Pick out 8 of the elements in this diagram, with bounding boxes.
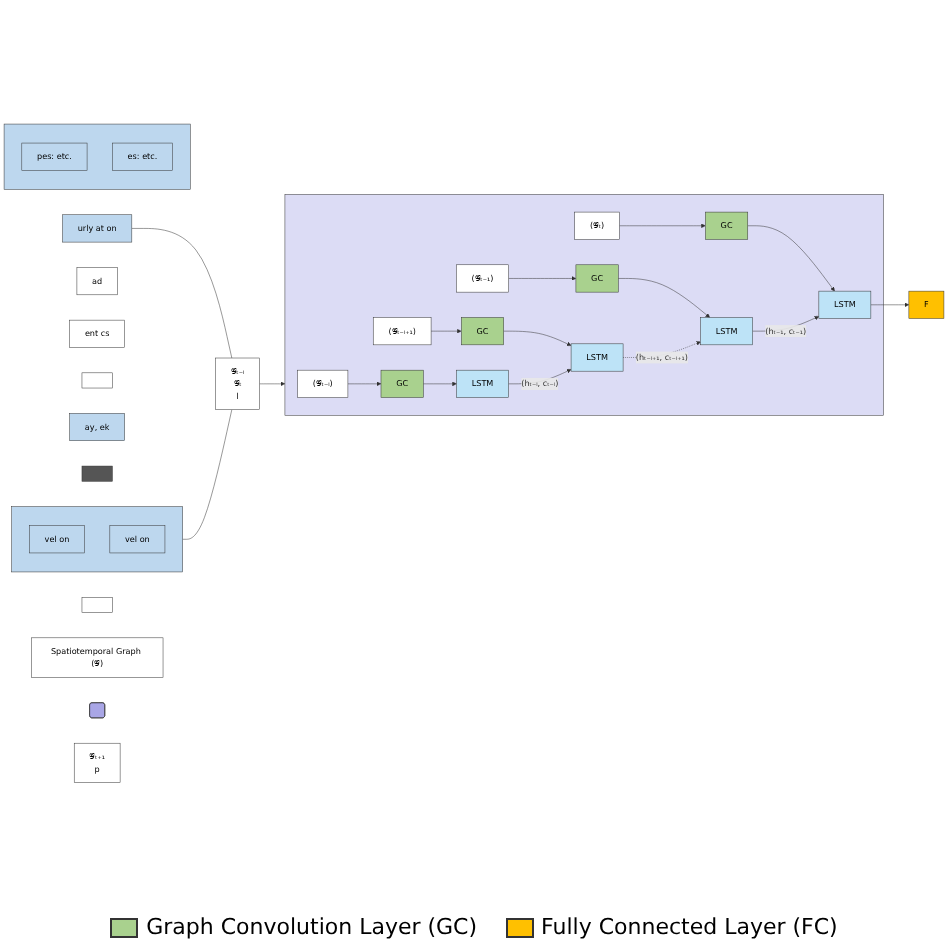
node-box [81, 596, 113, 613]
cluster [3, 123, 191, 190]
cluster [284, 193, 884, 416]
cluster [11, 505, 183, 572]
node-box [81, 465, 113, 482]
legend-label: Fully Connected Layer (FC) [541, 914, 838, 940]
legend-label: Graph Convolution Layer (GC) [146, 914, 478, 940]
node-box [81, 372, 113, 388]
